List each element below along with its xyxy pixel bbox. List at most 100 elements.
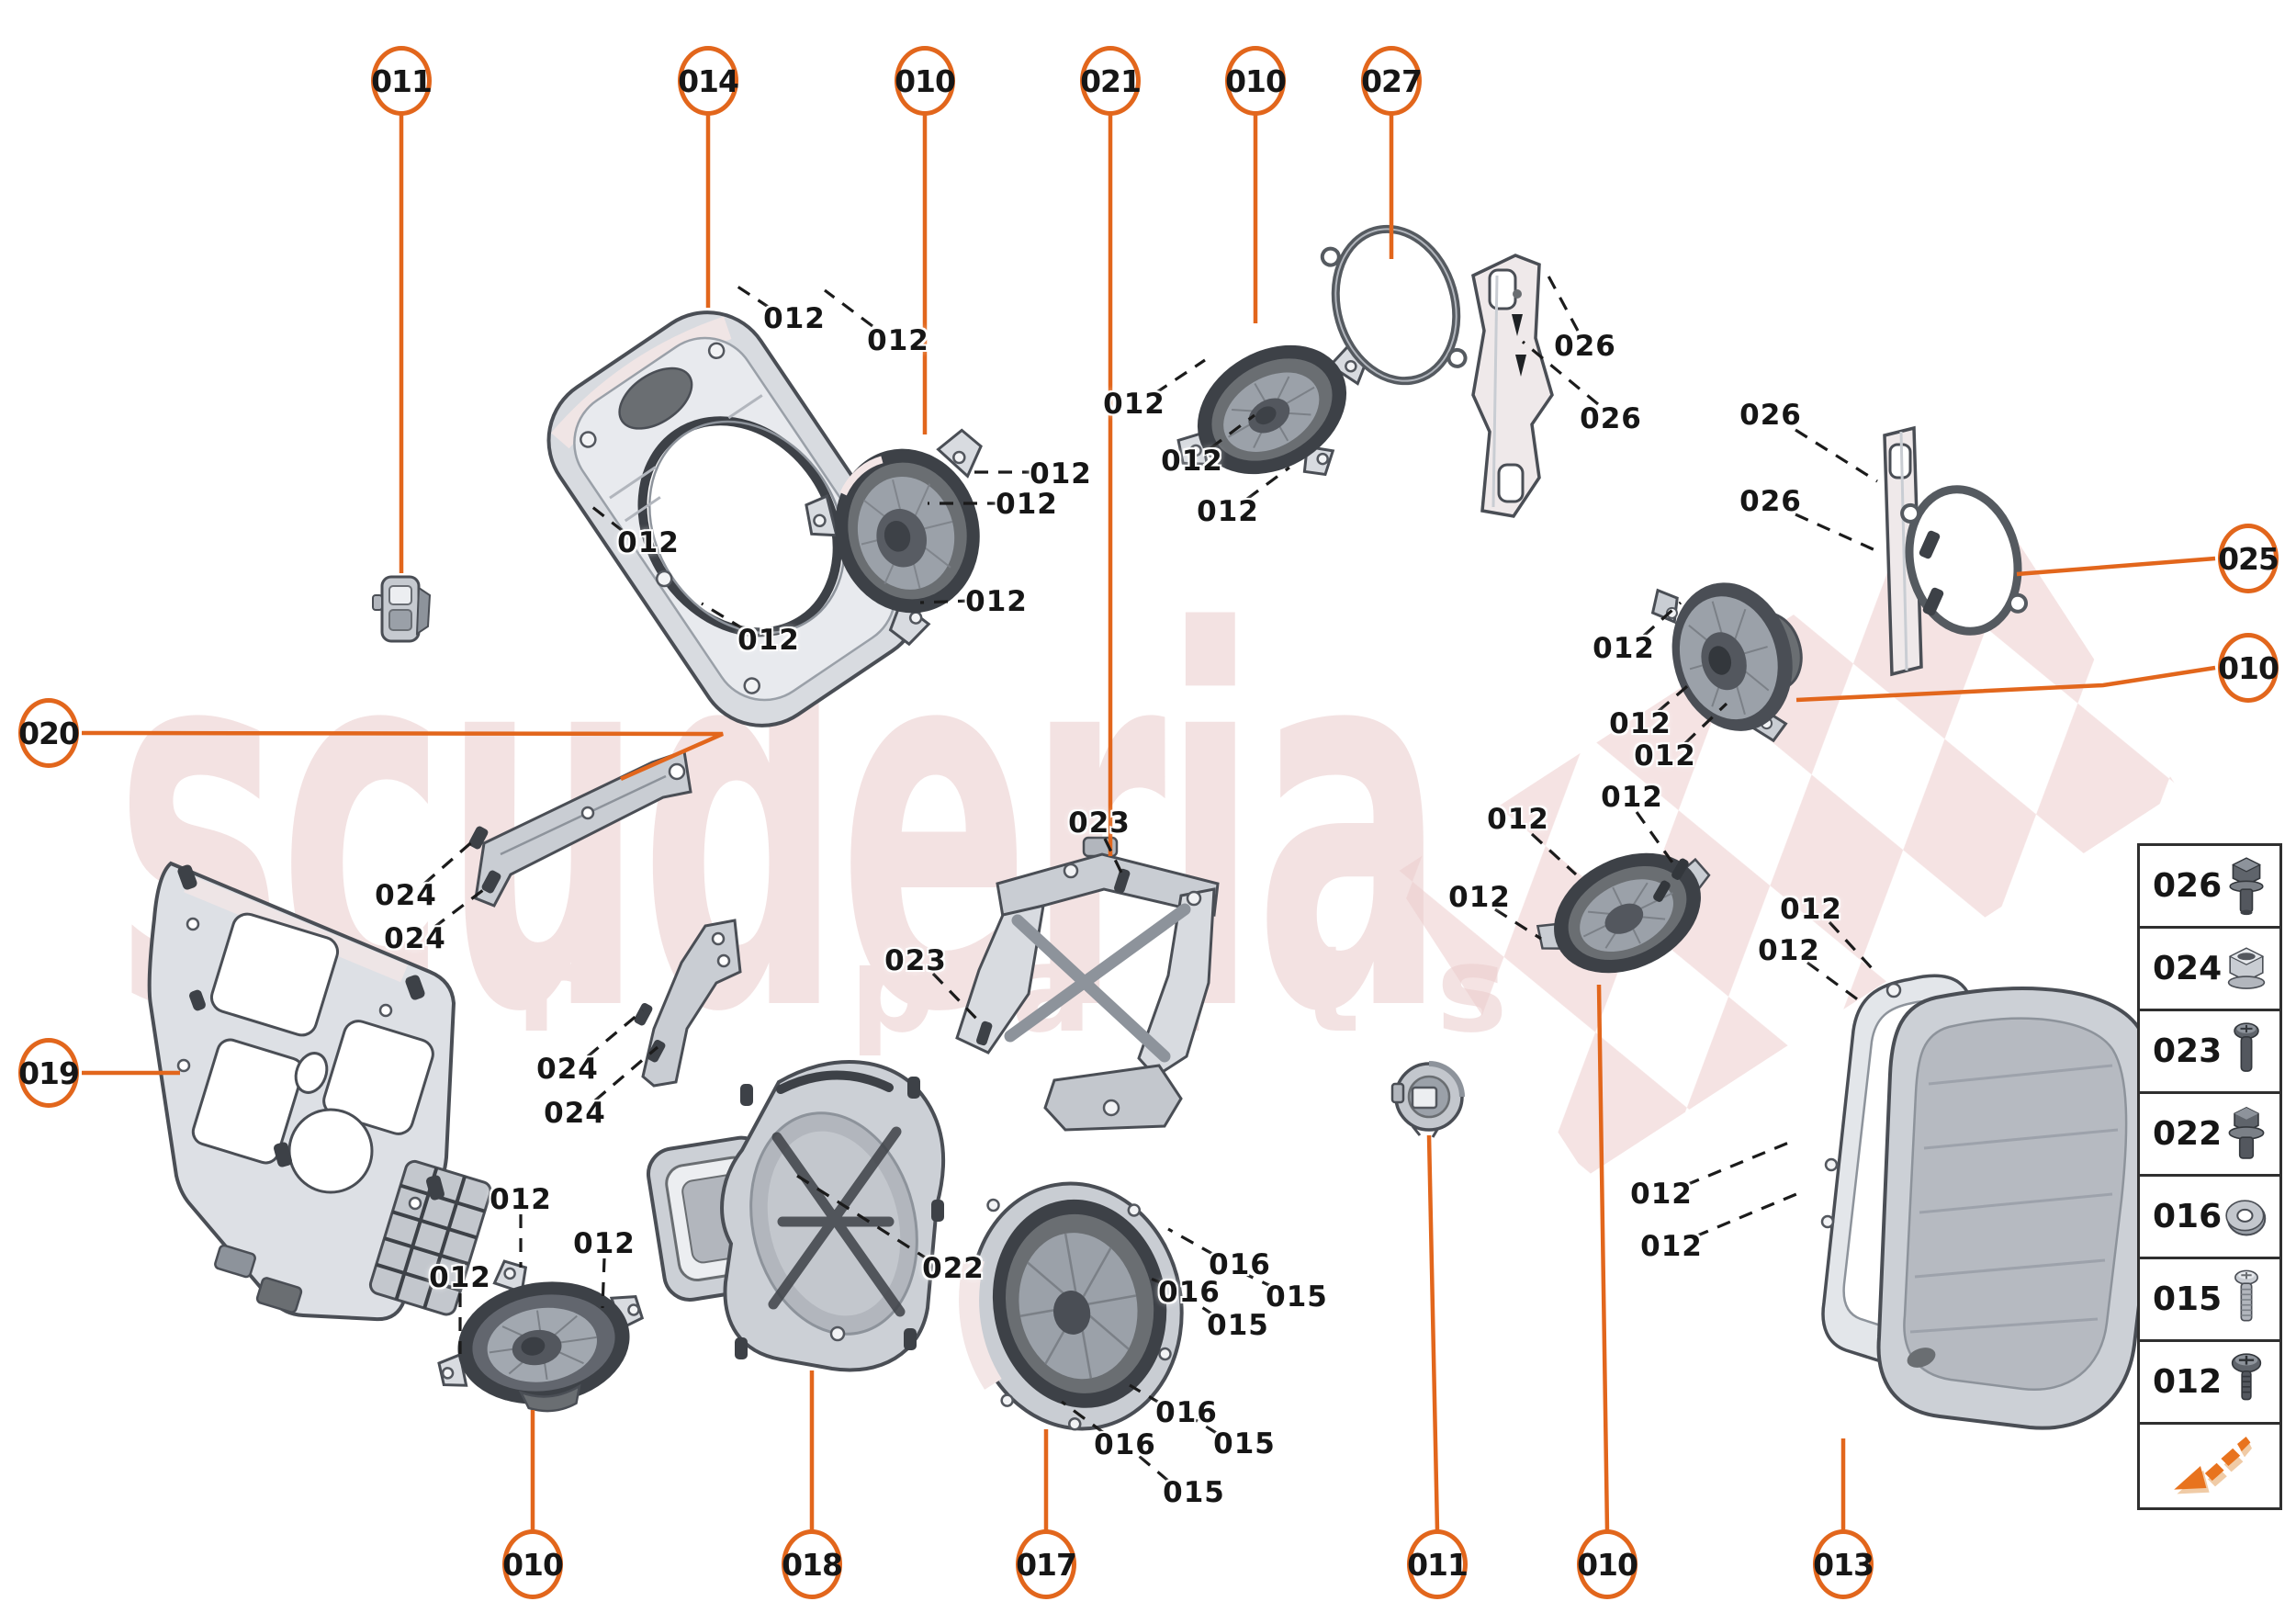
callout-bubble[interactable]: 018 xyxy=(782,1529,843,1599)
part-number-label: 012 xyxy=(1103,388,1165,421)
part-speaker-010-mid xyxy=(1536,852,1711,974)
label-leader-dash xyxy=(1685,1140,1792,1187)
label-leader-dash xyxy=(586,1009,645,1058)
callout-leader-line xyxy=(1596,984,1610,1532)
label-leader-dash xyxy=(1806,961,1863,1005)
part-mounting-plate-019 xyxy=(147,861,492,1322)
part-number-label: 024 xyxy=(544,1097,606,1130)
truss-screw-icon xyxy=(2223,1351,2270,1414)
part-bracket-020-b xyxy=(634,919,742,1088)
part-gasket-bracket-025 xyxy=(1883,425,2029,677)
part-number-label: 012 xyxy=(965,585,1028,618)
label-leader-dash xyxy=(1642,601,1683,637)
label-leader-dash xyxy=(1210,413,1255,450)
legend-part-number: 024 xyxy=(2153,950,2223,987)
part-speaker-010-door xyxy=(805,428,983,647)
label-leader-dash xyxy=(1694,1192,1797,1238)
part-number-label: 015 xyxy=(1207,1309,1269,1342)
legend-part-number: 012 xyxy=(2153,1363,2223,1401)
label-leader-dash xyxy=(1103,838,1123,874)
label-leader-dash xyxy=(1137,1454,1170,1483)
legend-part-number: 022 xyxy=(2153,1115,2223,1153)
part-number-label: 026 xyxy=(1739,485,1802,518)
callout-bubble[interactable]: 014 xyxy=(678,46,739,116)
label-leader-dash xyxy=(1494,908,1542,941)
part-number-label: 012 xyxy=(1197,495,1259,528)
label-leader-dashes xyxy=(422,270,1878,1483)
callout-bubble[interactable]: 011 xyxy=(1407,1529,1469,1599)
part-number-label: 012 xyxy=(1593,632,1655,665)
label-leader-dash xyxy=(1129,1383,1162,1405)
legend-row: 012 xyxy=(2140,1342,2279,1425)
label-leader-dash xyxy=(1145,1275,1165,1286)
part-number-label: 023 xyxy=(884,944,947,977)
part-number-label: 012 xyxy=(1487,803,1549,836)
part-connector-011 xyxy=(1390,1061,1465,1138)
part-number-label: 016 xyxy=(1155,1396,1218,1429)
legend-row: 015 xyxy=(2140,1259,2279,1342)
part-number-label: 012 xyxy=(1758,934,1820,967)
callout-bubble[interactable]: 019 xyxy=(18,1038,80,1108)
part-number-label: 016 xyxy=(1209,1248,1271,1281)
legend-row: 023 xyxy=(2140,1011,2279,1094)
label-leader-dash xyxy=(587,502,624,533)
callout-bubble[interactable]: 017 xyxy=(1016,1529,1077,1599)
legend-row: 016 xyxy=(2140,1177,2279,1259)
part-number-label: 012 xyxy=(429,1261,491,1294)
label-leader-dash xyxy=(931,972,985,1027)
label-leader-dash xyxy=(601,1257,606,1309)
part-gasket-bracket-027 xyxy=(1320,224,1554,518)
part-number-label: 023 xyxy=(1068,806,1131,840)
part-number-label: 012 xyxy=(867,324,929,357)
callout-leader-line xyxy=(1795,665,2216,703)
part-number-label: 015 xyxy=(1163,1476,1225,1509)
part-number-label: 016 xyxy=(1158,1276,1221,1309)
part-speaker-017 xyxy=(959,1181,1184,1431)
part-number-label: 012 xyxy=(763,302,826,335)
hex-flange-screw-icon xyxy=(2223,1103,2270,1166)
part-speaker-010-rear-right xyxy=(1650,582,1803,743)
part-number-label: 026 xyxy=(1554,330,1616,363)
label-leader-dash xyxy=(1061,1400,1105,1435)
washer-icon xyxy=(2223,1186,2270,1248)
label-leader-dash xyxy=(1195,1418,1219,1436)
callout-bubble[interactable]: 027 xyxy=(1361,46,1423,116)
part-number-label: 026 xyxy=(1739,399,1802,432)
label-leader-dash xyxy=(701,602,745,631)
label-leader-dash xyxy=(1635,811,1679,870)
part-tweeter-011 xyxy=(372,575,432,643)
part-number-label: 012 xyxy=(1630,1178,1693,1211)
part-number-label: 012 xyxy=(617,526,680,559)
part-number-label: 012 xyxy=(1609,707,1671,740)
callout-bubble[interactable]: 010 xyxy=(2218,633,2279,703)
part-number-label: 012 xyxy=(1030,457,1092,491)
pan-head-screw-icon xyxy=(2223,1021,2270,1083)
callout-bubble[interactable]: 021 xyxy=(1080,46,1142,116)
callout-bubble[interactable]: 010 xyxy=(1225,46,1287,116)
legend-row: 024 xyxy=(2140,929,2279,1011)
callout-bubble[interactable]: 010 xyxy=(502,1529,564,1599)
part-enclosure-018 xyxy=(646,1060,945,1372)
callout-bubble[interactable]: 025 xyxy=(2218,524,2279,593)
label-leader-dash xyxy=(1795,513,1878,553)
callout-leader-line xyxy=(81,730,724,782)
callout-bubble[interactable]: 010 xyxy=(895,46,956,116)
part-number-label: 012 xyxy=(1601,781,1663,814)
part-speaker-010-bottom xyxy=(437,1259,645,1413)
label-leader-dash xyxy=(1246,1273,1276,1290)
part-number-label: 012 xyxy=(996,488,1058,521)
label-leader-dash xyxy=(1167,1227,1215,1257)
callout-bubble[interactable]: 010 xyxy=(1577,1529,1638,1599)
part-number-label: 012 xyxy=(1448,881,1511,914)
part-number-label: 026 xyxy=(1580,402,1642,435)
label-leader-dash xyxy=(1795,428,1878,483)
callout-bubble[interactable]: 020 xyxy=(18,698,80,768)
legend-part-number: 023 xyxy=(2153,1032,2223,1070)
part-bracket-020-a xyxy=(468,750,692,908)
machine-screw-icon xyxy=(2223,1269,2270,1331)
legend-row: 022 xyxy=(2140,1094,2279,1177)
callout-leader-lines xyxy=(81,114,2216,1532)
callout-bubble[interactable]: 011 xyxy=(371,46,433,116)
label-leader-dash xyxy=(433,883,491,930)
callout-bubble[interactable]: 013 xyxy=(1813,1529,1874,1599)
